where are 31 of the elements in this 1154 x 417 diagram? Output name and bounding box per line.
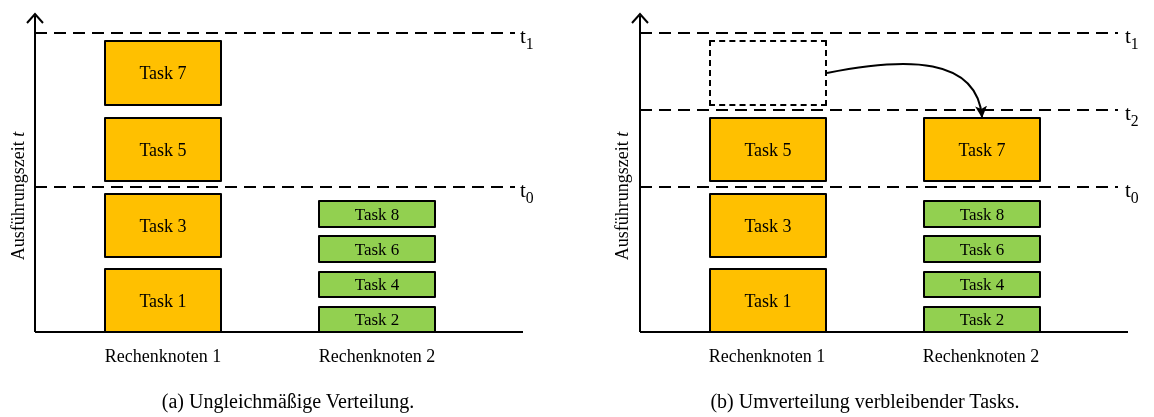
axis-category-label: Rechenknoten 1 <box>708 347 826 365</box>
task-box: Task 3 <box>104 193 222 258</box>
task-box: Task 5 <box>104 117 222 182</box>
task-box: Task 3 <box>709 193 827 258</box>
arrow <box>826 62 986 118</box>
time-marker-label: t$_{0}$ <box>520 180 534 206</box>
task-box: Task 2 <box>318 306 436 333</box>
task-box: Task 4 <box>318 271 436 298</box>
subfigure-caption: (a) Ungleichmäßige Verteilung. <box>161 391 415 411</box>
axis-label: Ausführungszeit t <box>613 131 631 261</box>
task-box: Task 6 <box>318 235 436 263</box>
axis-category-label: Rechenknoten 1 <box>104 347 222 365</box>
subfigure-caption: (b) Umverteilung verbleibender Tasks. <box>710 391 1020 411</box>
task-box: Task 2 <box>923 306 1041 333</box>
time-marker-label: t$_{1}$ <box>1125 26 1139 52</box>
task-box: Task 6 <box>923 235 1041 263</box>
axis-label: Ausführungszeit t <box>9 131 27 261</box>
time-marker-label: t$_{2}$ <box>1125 103 1139 129</box>
time-marker-label: t$_{1}$ <box>520 26 534 52</box>
task-box: Task 8 <box>318 200 436 228</box>
task-box: Task 7 <box>923 117 1041 182</box>
axis-category-label: Rechenknoten 2 <box>318 347 436 365</box>
task-box: Task 5 <box>709 117 827 182</box>
empty-dashed-box <box>709 40 827 106</box>
task-box: Task 1 <box>104 268 222 333</box>
axis-category-label: Rechenknoten 2 <box>922 347 1040 365</box>
task-box: Task 7 <box>104 40 222 106</box>
task-box: Task 8 <box>923 200 1041 228</box>
task-box: Task 1 <box>709 268 827 333</box>
task-box: Task 4 <box>923 271 1041 298</box>
time-marker-label: t$_{0}$ <box>1125 180 1139 206</box>
